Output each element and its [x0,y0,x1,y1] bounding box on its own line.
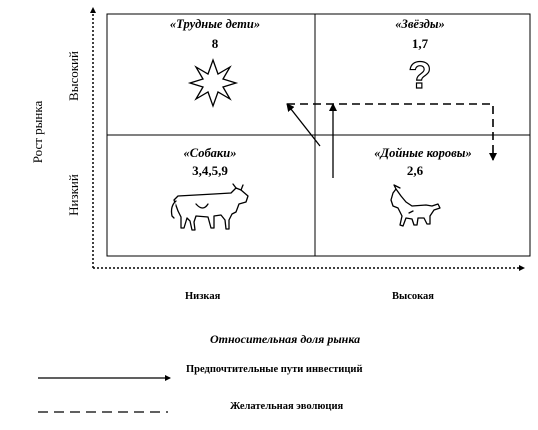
quadrant-numbers-stars: 1,7 [411,36,429,51]
y-axis-title: Рост рынка [30,100,45,164]
quadrant-title-cash-cows: «Дойные коровы» [374,146,472,160]
question-mark-icon: ? [408,54,432,97]
dog-icon [390,184,441,227]
y-axis-high-label: Высокий [66,51,81,101]
cow-icon [170,183,249,231]
x-axis-low-label: Низкая [185,291,221,302]
x-axis-high-label: Высокая [392,291,434,302]
x-axis-title: Относительная доля рынка [210,332,361,346]
legend-label-desired-evolution: Желательная эволюция [230,401,344,412]
quadrant-title-dogs: «Собаки» [183,146,237,160]
quadrant-title-problem-children: «Трудные дети» [169,17,261,31]
svg-text:?: ? [408,55,431,97]
quadrant-numbers-dogs: 3,4,5,9 [192,163,228,178]
quadrant-title-stars: «Звёзды» [395,17,445,31]
y-axis-low-label: Низкий [66,174,81,216]
evolution-path-dashed [287,103,497,161]
quadrant-numbers-cash-cows: 2,6 [406,163,424,178]
legend-label-investment-paths: Предпочтительные пути инвестиций [186,364,363,375]
investment-path-arrow-diagonal [286,103,321,147]
star-icon [187,58,239,108]
quadrant-numbers-problem-children: 8 [211,36,219,51]
